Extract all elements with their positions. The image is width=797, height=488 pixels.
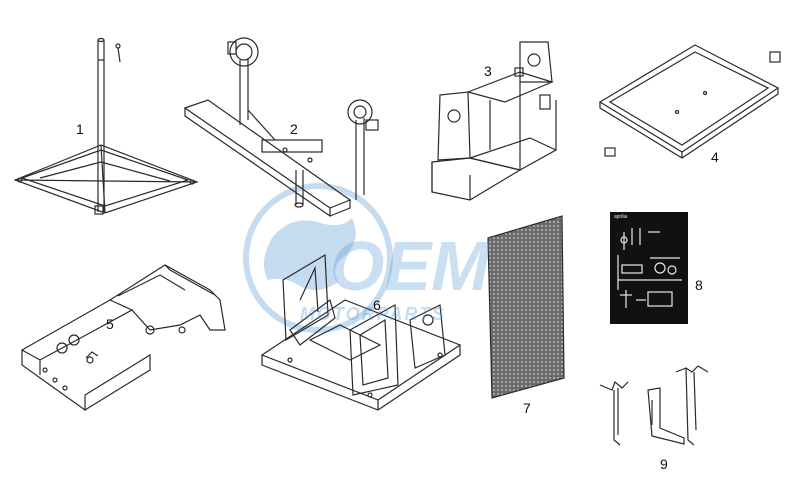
watermark-globe <box>243 183 393 333</box>
part-7-mesh-panel <box>487 215 565 399</box>
part-9-hooks <box>599 365 709 446</box>
callout-6: 6 <box>373 297 381 313</box>
callout-4: 4 <box>711 149 719 165</box>
watermark-logo: OEM <box>330 227 490 305</box>
callout-3: 3 <box>484 63 492 79</box>
poster-header: aprilia <box>614 214 628 220</box>
callout-1: 1 <box>76 121 84 137</box>
callout-8: 8 <box>695 277 703 293</box>
callout-7: 7 <box>523 400 531 416</box>
part-6-base-plate <box>260 253 462 411</box>
part-1-stand <box>13 37 199 215</box>
callout-9: 9 <box>660 456 668 472</box>
part-3-box-frame <box>431 41 558 201</box>
part-5-bracket <box>20 264 226 412</box>
part-2-rear-stand <box>183 37 379 218</box>
part-4-tray <box>598 44 781 159</box>
callout-2: 2 <box>290 121 298 137</box>
callout-5: 5 <box>106 316 114 332</box>
watermark-tagline: MOTORPARTS <box>300 304 447 324</box>
part-8-tool-poster <box>610 212 688 324</box>
